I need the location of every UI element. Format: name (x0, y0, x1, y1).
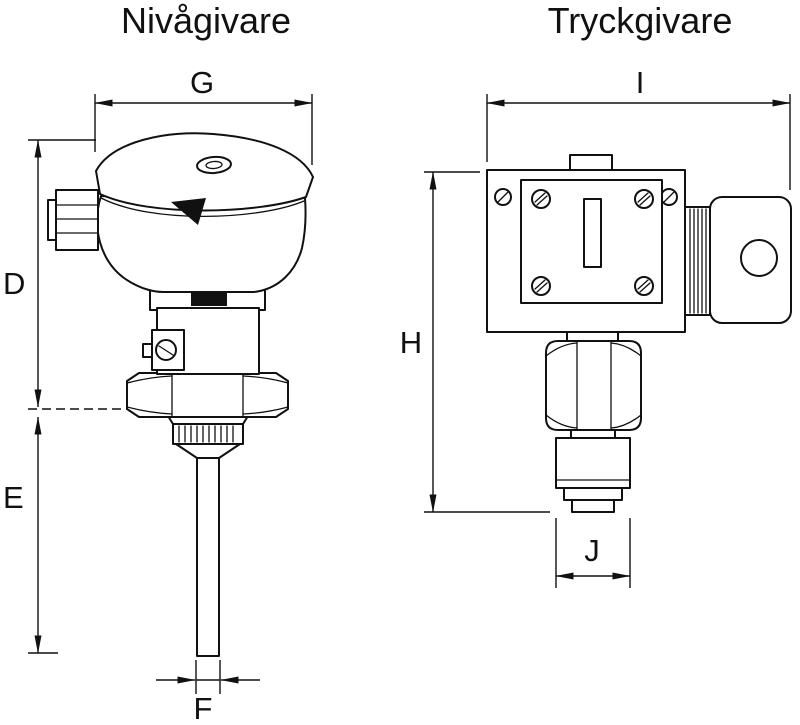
dimension-label-H: H (400, 325, 422, 360)
top-tab (569, 154, 613, 171)
dimension-label-E: E (3, 480, 24, 515)
probe-taper (175, 443, 241, 459)
dimension-label-F: F (194, 691, 213, 725)
figure-title-level-sensor: Nivågivare (121, 0, 291, 41)
dimension-label-G: G (190, 65, 214, 100)
dimension-G: G (94, 65, 313, 165)
connection-head (96, 195, 307, 293)
dimension-label-D: D (3, 266, 25, 301)
hex-nut (545, 340, 642, 431)
fitting-step (563, 487, 623, 501)
dimension-E: E (3, 416, 58, 654)
dome-cap (95, 132, 314, 225)
hex-nut (126, 372, 289, 418)
connector-port (740, 239, 778, 277)
cap-shadow-wedge (171, 198, 206, 225)
mounting-screw-left (494, 188, 512, 206)
plate-screw (531, 276, 551, 296)
fitting-tip (571, 499, 615, 513)
face-plate (520, 179, 663, 304)
pressure-sensor-drawing (486, 154, 792, 513)
dimension-label-J: J (584, 533, 600, 568)
mounting-screw-right (660, 188, 678, 206)
dimension-D: D (3, 139, 96, 408)
plate-screw (531, 189, 551, 209)
dimension-H: H (400, 171, 550, 513)
dimension-label-I: I (636, 65, 645, 100)
neck-window (191, 289, 227, 306)
probe (196, 457, 220, 657)
threaded-section (172, 423, 244, 445)
set-screw (142, 329, 185, 371)
neck (566, 331, 619, 342)
dimension-I: I (486, 65, 791, 190)
dimension-J: J (555, 518, 631, 588)
figure-pressure-sensor: Tryckgivare I H J (400, 0, 792, 588)
adjustment-slot (583, 198, 602, 268)
cap-knob (196, 155, 232, 175)
figure-title-pressure-sensor: Tryckgivare (548, 0, 733, 41)
plate-screw (634, 189, 654, 209)
figure-level-sensor: Nivågivare G D E F (3, 0, 314, 725)
dimension-F: F (156, 660, 260, 725)
cable-gland (47, 189, 99, 251)
level-sensor-drawing (47, 132, 314, 657)
plate-screw (634, 276, 654, 296)
conduit-connector (684, 196, 792, 324)
process-fitting (555, 429, 631, 513)
